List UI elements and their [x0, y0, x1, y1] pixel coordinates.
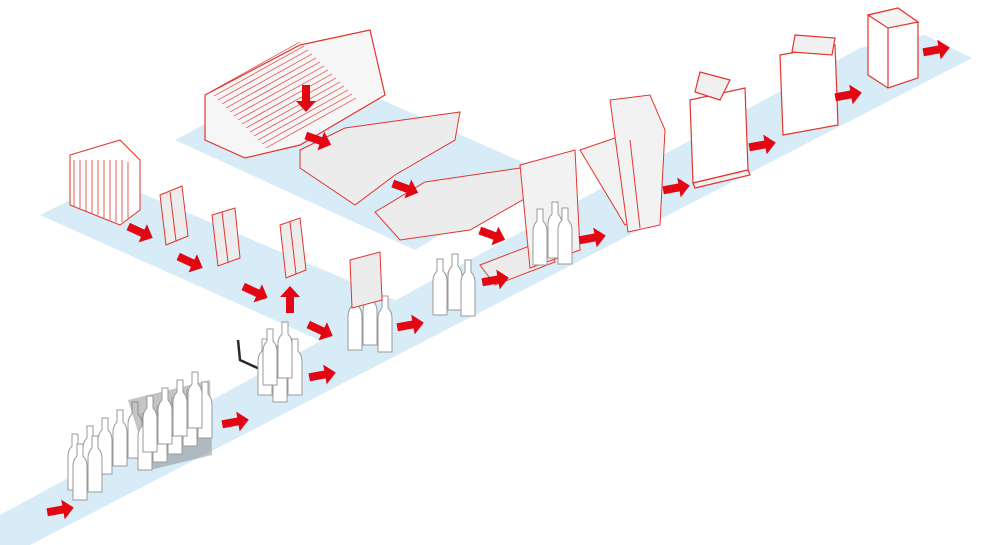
- bottle-gripper: [236, 321, 303, 403]
- divider-blank-stack: [69, 139, 141, 226]
- blank-magazine: [204, 29, 386, 159]
- finished-carton: [866, 7, 920, 89]
- divider-folding: [159, 185, 307, 279]
- top-flap-closing: [689, 34, 839, 189]
- carton-fold: [579, 94, 666, 233]
- bottle-grouping: [128, 371, 213, 471]
- divider-insertion: [347, 251, 476, 353]
